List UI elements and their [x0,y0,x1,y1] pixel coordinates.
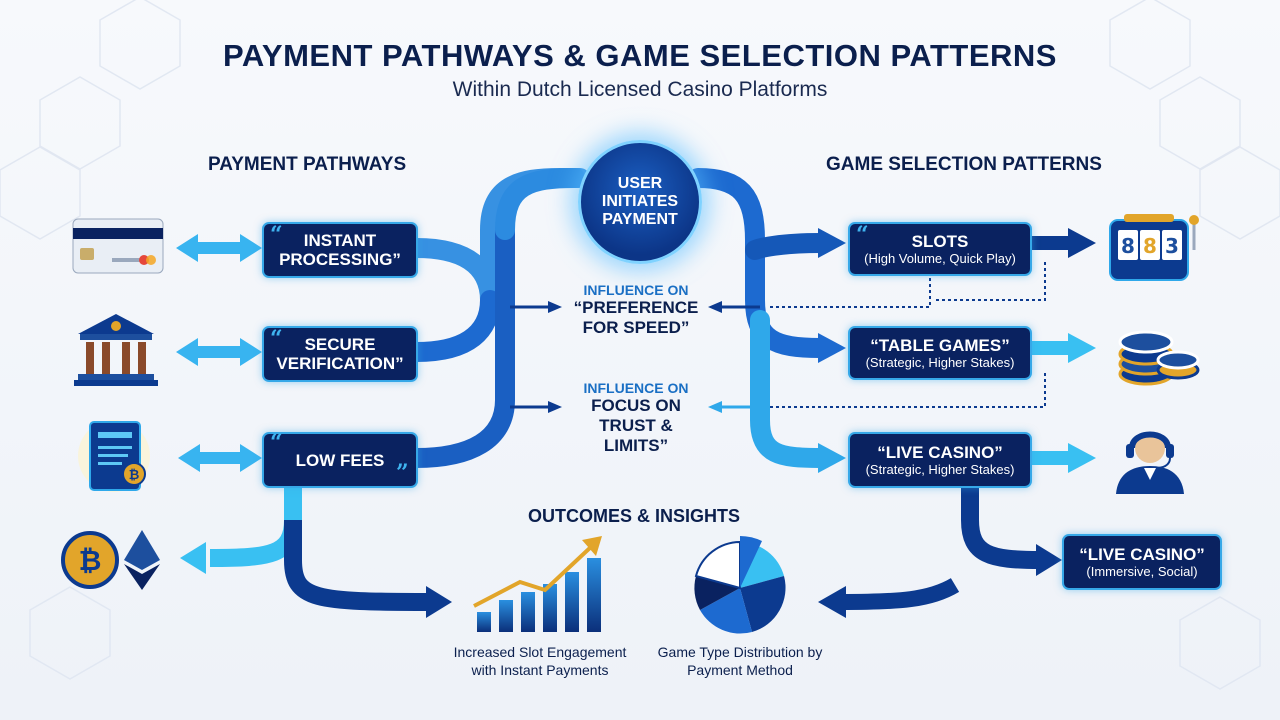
engagement-caption: Increased Slot Engagement with Instant P… [453,644,627,678]
game-box-title: SLOTS [911,231,969,251]
influence-text: FOCUS ON TRUST & LIMITS” [591,396,681,455]
distribution-caption: Game Type Distribution by Payment Method [657,644,823,678]
quote-close-icon: ” [396,460,409,486]
influence-trust-label: INFLUENCE ON FOCUS ON TRUST & LIMITS” [556,380,716,456]
credit-card-icon [72,218,164,274]
influence-text: “PREFERENCE FOR SPEED” [573,298,699,337]
game-box-live-casino-immersive: “LIVE CASINO” (Immersive, Social) [1062,534,1222,590]
quote-open-icon: “ [856,222,869,248]
distribution-pie-chart-icon [694,536,786,634]
payment-box-line2: VERIFICATION” [276,354,404,373]
user-initiates-payment-hub: USER INITIATES PAYMENT [578,140,702,264]
influence-heading: INFLUENCE ON [583,282,689,298]
game-box-slots: SLOTS (High Volume, Quick Play) [848,222,1032,276]
coin-symbol-text: ₿ [79,544,102,577]
quote-open-icon: “ [270,222,283,248]
payment-box-line1: LOW FEES [295,450,385,470]
payment-box-instant-processing: INSTANT PROCESSING” [262,222,418,278]
slot-reel-digit: 8 [1121,234,1135,258]
payment-box-line2: PROCESSING” [279,250,401,269]
game-box-subtitle: (Immersive, Social) [1086,563,1198,579]
payment-box-secure-verification: SECURE VERIFICATION” [262,326,418,382]
payment-box-line1: INSTANT [303,231,377,250]
game-box-live-casino: “LIVE CASINO” (Strategic, Higher Stakes) [848,432,1032,488]
game-box-title: “TABLE GAMES” [870,335,1010,355]
game-box-title: “LIVE CASINO” [877,442,1003,462]
page-title: PAYMENT PATHWAYS & GAME SELECTION PATTER… [223,38,1057,73]
coin-symbol-text: ₿ [129,468,140,483]
bank-icon [74,314,158,386]
slot-reel-digit: 8 [1143,234,1157,258]
game-box-subtitle: (High Volume, Quick Play) [864,250,1016,266]
payment-box-line1: SECURE [304,335,376,354]
slot-machine-icon: 8 8 3 [1109,214,1199,281]
invoice-document-icon: ₿ [78,420,150,492]
influence-speed-label: INFLUENCE ON “PREFERENCE FOR SPEED” [556,282,716,338]
slot-reel-digit: 3 [1165,234,1179,258]
live-dealer-headset-icon [1116,431,1184,494]
game-box-subtitle: (Strategic, Higher Stakes) [865,461,1015,477]
game-box-title: “LIVE CASINO” [1079,544,1205,564]
quote-open-icon: “ [270,430,283,456]
influence-heading: INFLUENCE ON [583,380,689,396]
casino-chips-icon [1118,330,1200,386]
payment-pathways-heading: PAYMENT PATHWAYS [208,154,407,175]
quote-open-icon: “ [270,326,283,352]
game-selection-heading: GAME SELECTION PATTERNS [826,154,1102,175]
outcomes-heading: OUTCOMES & INSIGHTS [528,506,741,526]
game-box-table-games: “TABLE GAMES” (Strategic, Higher Stakes) [848,326,1032,380]
game-box-subtitle: (Strategic, Higher Stakes) [865,354,1015,370]
engagement-bar-chart-icon [473,536,602,632]
crypto-coins-icon: ₿ [61,530,160,590]
page-subtitle: Within Dutch Licensed Casino Platforms [452,78,828,101]
payment-box-low-fees: LOW FEES [262,432,418,488]
